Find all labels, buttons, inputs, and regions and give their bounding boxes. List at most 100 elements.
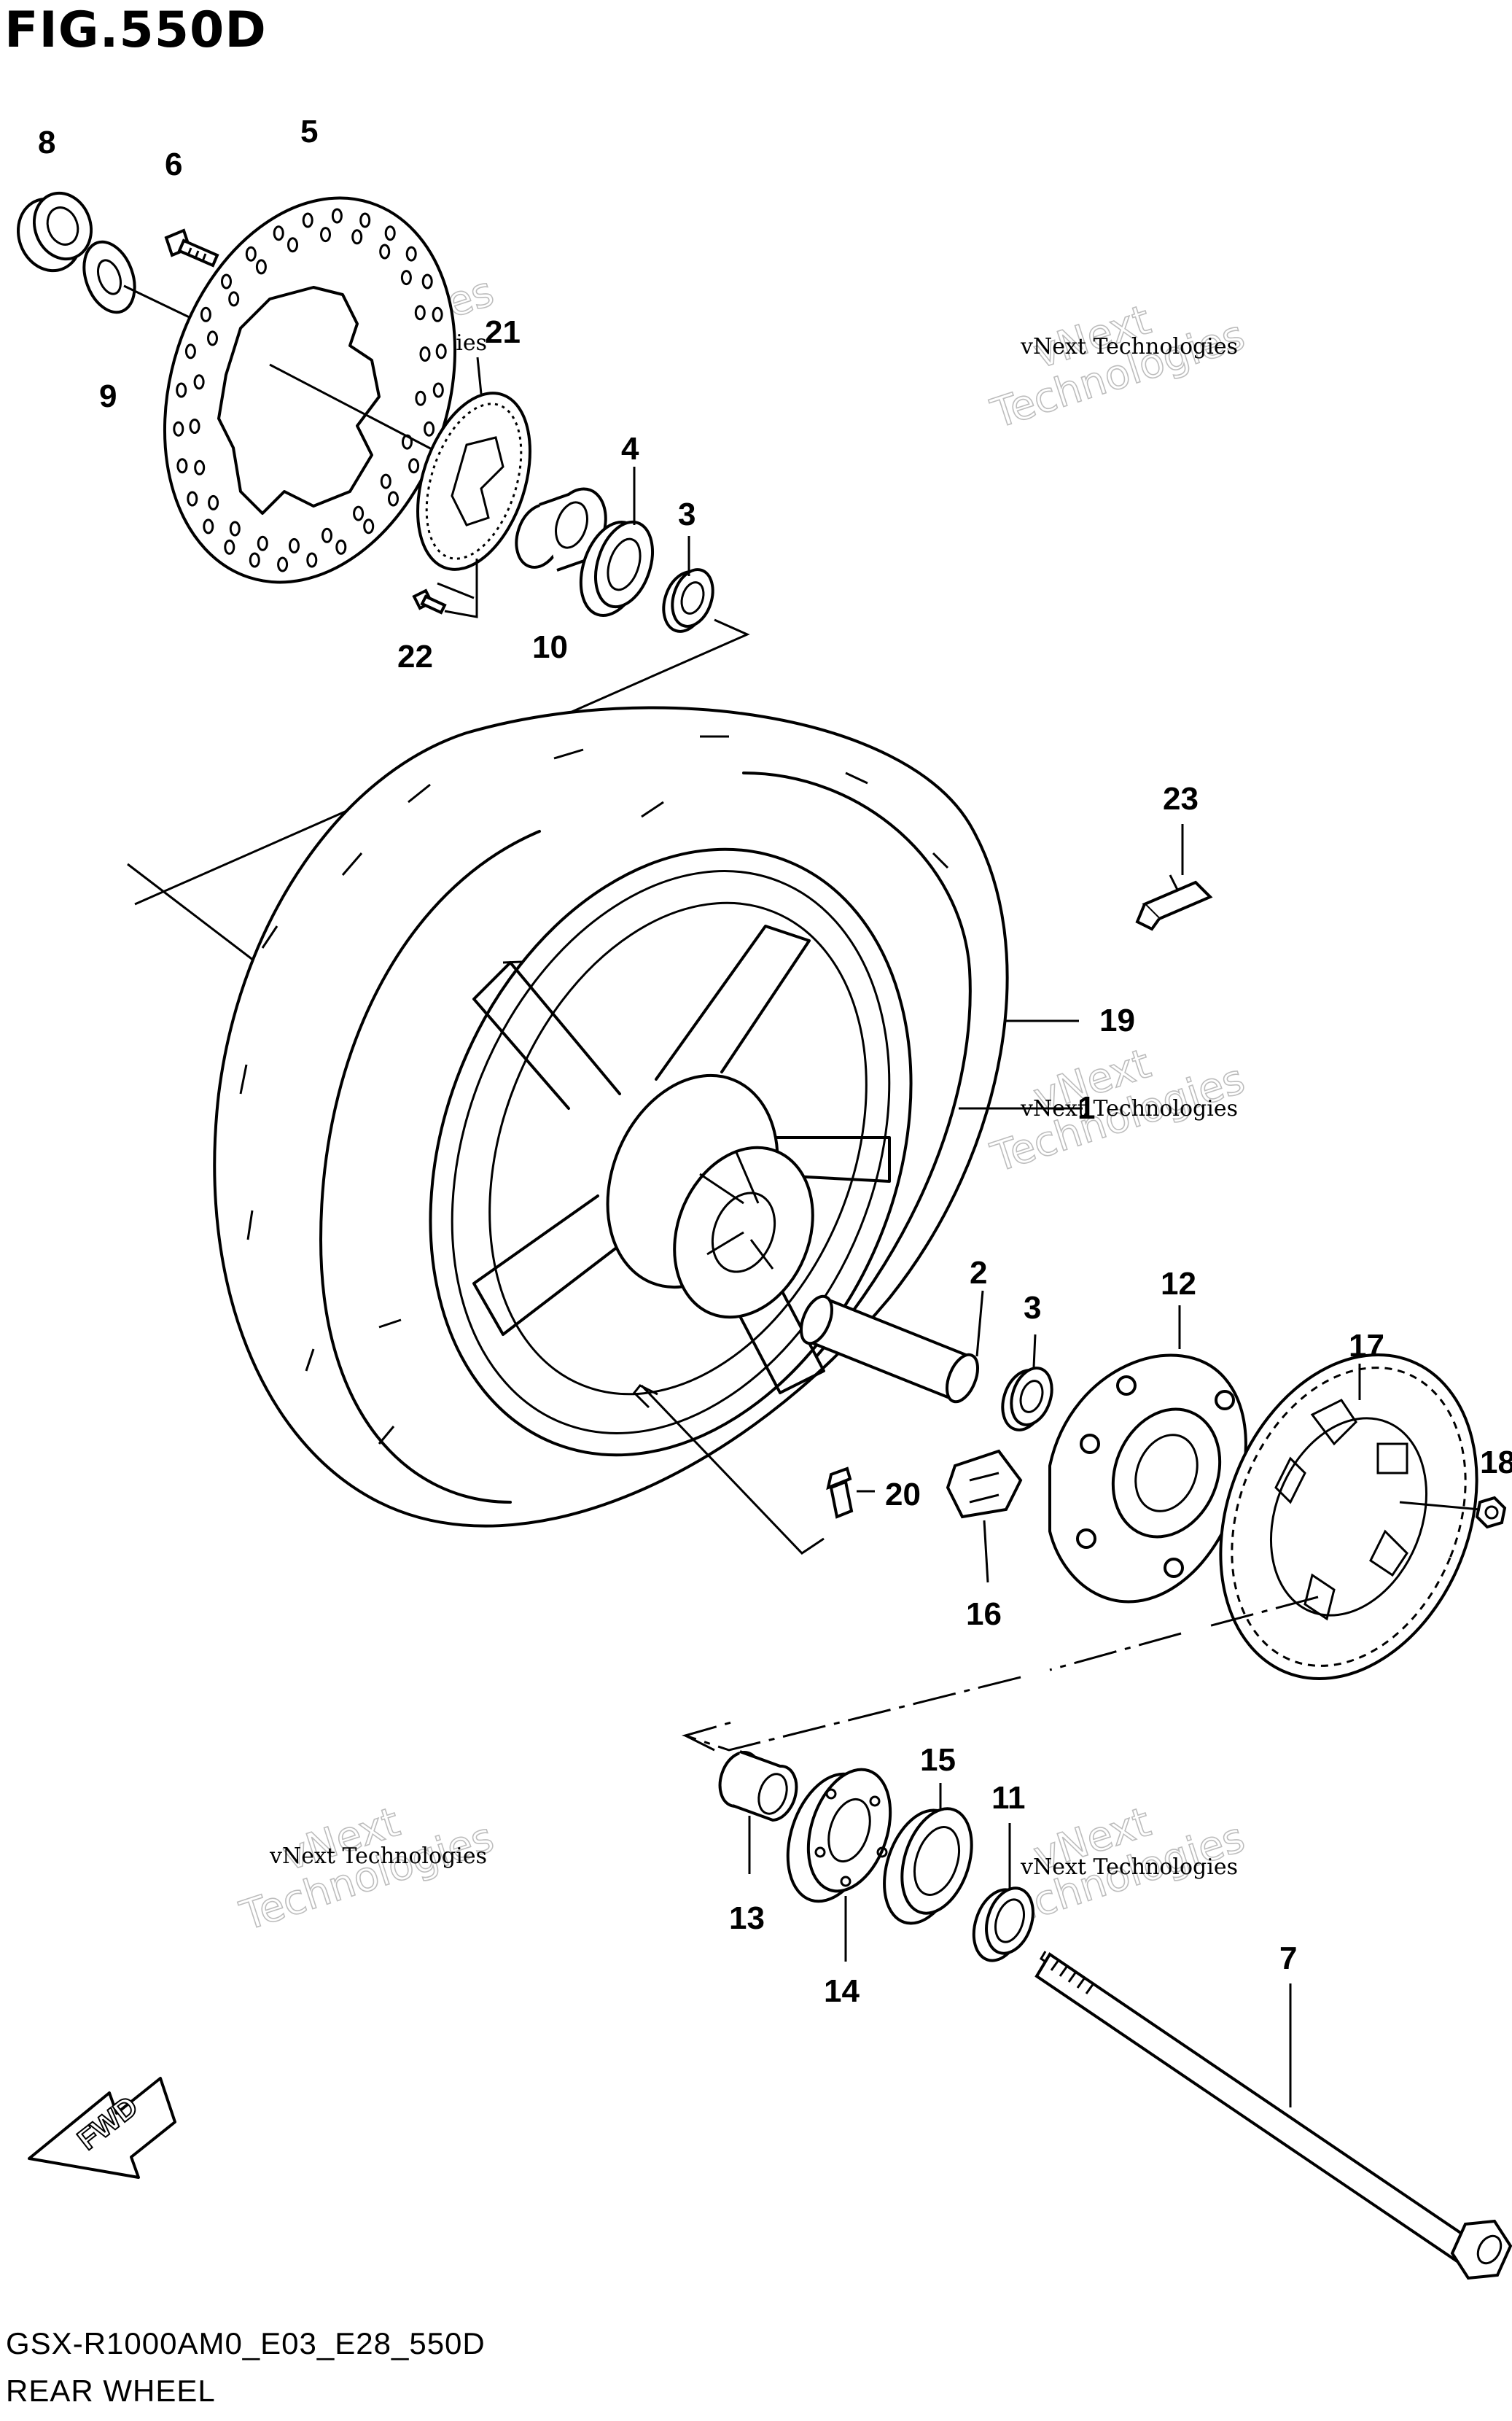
- leader-2: [975, 1290, 984, 1357]
- disc-hole: [255, 259, 267, 275]
- disc-hole: [408, 458, 420, 474]
- disc-hole: [224, 539, 235, 555]
- leader-3-mid: [1032, 1334, 1037, 1368]
- bearing-3-top: [662, 568, 714, 633]
- disc-hole: [435, 343, 447, 360]
- disc-hole: [359, 212, 371, 228]
- callout-19: 19: [1099, 1003, 1135, 1038]
- abs-sensor-ring-21: [416, 392, 531, 571]
- disc-hole: [208, 494, 219, 510]
- bearing-14: [786, 1768, 892, 1903]
- disc-hole: [424, 421, 435, 437]
- group-bracket-top-side: [127, 863, 267, 971]
- collar-13: [718, 1750, 798, 1822]
- leader-disc-to-hub: [269, 363, 438, 454]
- disc-hole: [249, 552, 260, 568]
- figure-title: FIG.550D: [4, 1, 267, 59]
- dust-seal-15: [883, 1807, 973, 1925]
- callout-9: 9: [99, 378, 117, 414]
- callout-10: 10: [532, 629, 568, 665]
- disc-hole: [388, 491, 399, 507]
- leader-9-to-disc: [123, 284, 198, 322]
- disc-hole: [184, 343, 196, 360]
- disc-hole: [432, 306, 443, 322]
- callout-18: 18: [1480, 1445, 1512, 1480]
- disc-hole: [380, 473, 391, 489]
- leader-16: [983, 1520, 989, 1583]
- disc-hole: [322, 527, 332, 543]
- callout-23: 23: [1163, 781, 1199, 817]
- disc-hole: [363, 518, 375, 535]
- disc-hole: [415, 390, 426, 406]
- callout-2: 2: [970, 1255, 987, 1291]
- disc-hole: [200, 306, 211, 322]
- group-bracket-top: [134, 618, 750, 906]
- disc-hole: [400, 270, 412, 286]
- callout-labels: 8 6 5 9 21 4 3 10 22 23 19 1 2 3 12 17 1…: [38, 114, 1512, 2009]
- figure-name: REAR WHEEL: [6, 2374, 216, 2408]
- disc-hole: [414, 305, 426, 321]
- rear-sprocket-17: [1219, 1353, 1478, 1681]
- disc-hole: [289, 537, 300, 553]
- disc-hole: [193, 374, 205, 390]
- disc-hole: [384, 225, 396, 241]
- callout-1: 1: [1078, 1090, 1095, 1126]
- callout-20: 20: [885, 1477, 921, 1512]
- disc-hole: [379, 244, 391, 260]
- disc-hole: [257, 535, 268, 551]
- disc-hole: [207, 330, 218, 346]
- callout-7: 7: [1279, 1940, 1297, 1976]
- callout-16: 16: [966, 1596, 1002, 1632]
- washer-9: [82, 240, 136, 314]
- leader-21: [476, 357, 483, 395]
- valve-20: [826, 1466, 854, 1519]
- disc-hole: [287, 237, 298, 253]
- leader-22: [444, 559, 478, 618]
- callout-5: 5: [300, 114, 318, 149]
- callout-8: 8: [38, 125, 55, 160]
- disc-hole: [335, 539, 347, 555]
- leader-22b: [437, 582, 475, 599]
- callout-17: 17: [1349, 1328, 1384, 1364]
- disc-hole: [176, 382, 187, 398]
- callout-3-top: 3: [678, 497, 695, 532]
- spacer-10: [515, 487, 607, 572]
- callout-21: 21: [485, 314, 521, 350]
- disc-hole: [419, 346, 431, 362]
- watermark-small: vNext Technologies: [1020, 1854, 1238, 1880]
- oil-seal-8: [16, 191, 93, 273]
- leader-18: [1399, 1501, 1481, 1511]
- rear-wheel-rim-1: [429, 847, 913, 1457]
- callout-22: 22: [397, 639, 433, 675]
- disc-hole: [405, 246, 417, 262]
- disc-hole: [331, 208, 343, 224]
- spacer-11: [972, 1886, 1034, 1962]
- callout-6: 6: [165, 147, 182, 182]
- bearing-3-mid: [1001, 1367, 1053, 1431]
- disc-hole: [228, 291, 240, 307]
- watermark-small: vNext Technologies: [269, 1843, 487, 1869]
- disc-hole: [173, 421, 184, 437]
- rear-axle-7: [1034, 1951, 1512, 2280]
- callout-14: 14: [824, 1973, 860, 2009]
- axle-centerline: [681, 1596, 1319, 1752]
- figure-code: GSX-R1000AM0_E03_E28_550D: [6, 2326, 486, 2360]
- disc-hole: [351, 229, 363, 245]
- callout-4: 4: [621, 431, 639, 467]
- disc-hole: [203, 518, 214, 535]
- disc-hole: [353, 505, 365, 521]
- disc-hole: [221, 273, 232, 289]
- disc-hole: [187, 491, 198, 507]
- disc-hole: [432, 382, 444, 398]
- disc-hole: [421, 273, 433, 289]
- callout-15: 15: [920, 1742, 956, 1778]
- disc-hole: [189, 419, 200, 434]
- disc-hole: [306, 552, 318, 568]
- disc-hole: [194, 459, 206, 475]
- disc-hole: [302, 212, 313, 228]
- damper-16: [946, 1449, 1023, 1519]
- callout-12: 12: [1161, 1266, 1196, 1302]
- nut-18: [1475, 1496, 1507, 1529]
- balance-weight-23: [1135, 874, 1213, 931]
- disc-hole: [320, 227, 331, 243]
